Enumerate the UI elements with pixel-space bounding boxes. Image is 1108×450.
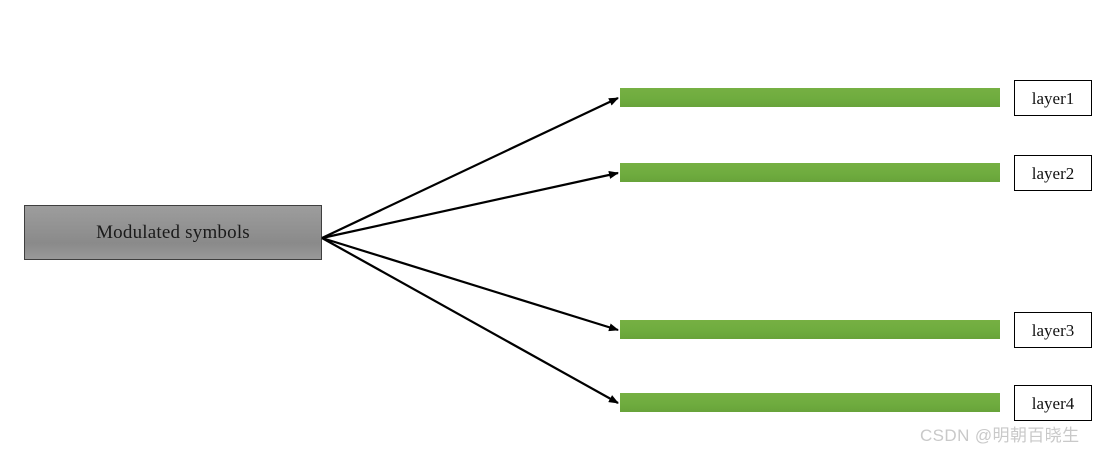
layer-bar (620, 393, 1000, 412)
layer-label-box: layer3 (1014, 312, 1092, 348)
arrow-line (321, 97, 619, 239)
arrow-line (321, 171, 619, 240)
layer-bar (620, 88, 1000, 107)
layer-label-box: layer1 (1014, 80, 1092, 116)
arrow-group (321, 97, 619, 404)
layer-label-box: layer4 (1014, 385, 1092, 421)
csdn-watermark: CSDN @明朝百晓生 (920, 426, 1080, 445)
layer-label-text: layer1 (1031, 88, 1075, 108)
arrow-line (321, 237, 619, 404)
modulated-symbols-block: Modulated symbols (24, 205, 322, 260)
layer-label-text: layer4 (1031, 393, 1075, 413)
layer-bar (620, 163, 1000, 182)
layer-label-box: layer2 (1014, 155, 1092, 191)
arrow-line (321, 236, 619, 332)
modulated-symbols-label: Modulated symbols (96, 222, 250, 243)
layer-label-text: layer3 (1031, 320, 1075, 340)
layer-label-text: layer2 (1031, 163, 1075, 183)
layer-bar (620, 320, 1000, 339)
